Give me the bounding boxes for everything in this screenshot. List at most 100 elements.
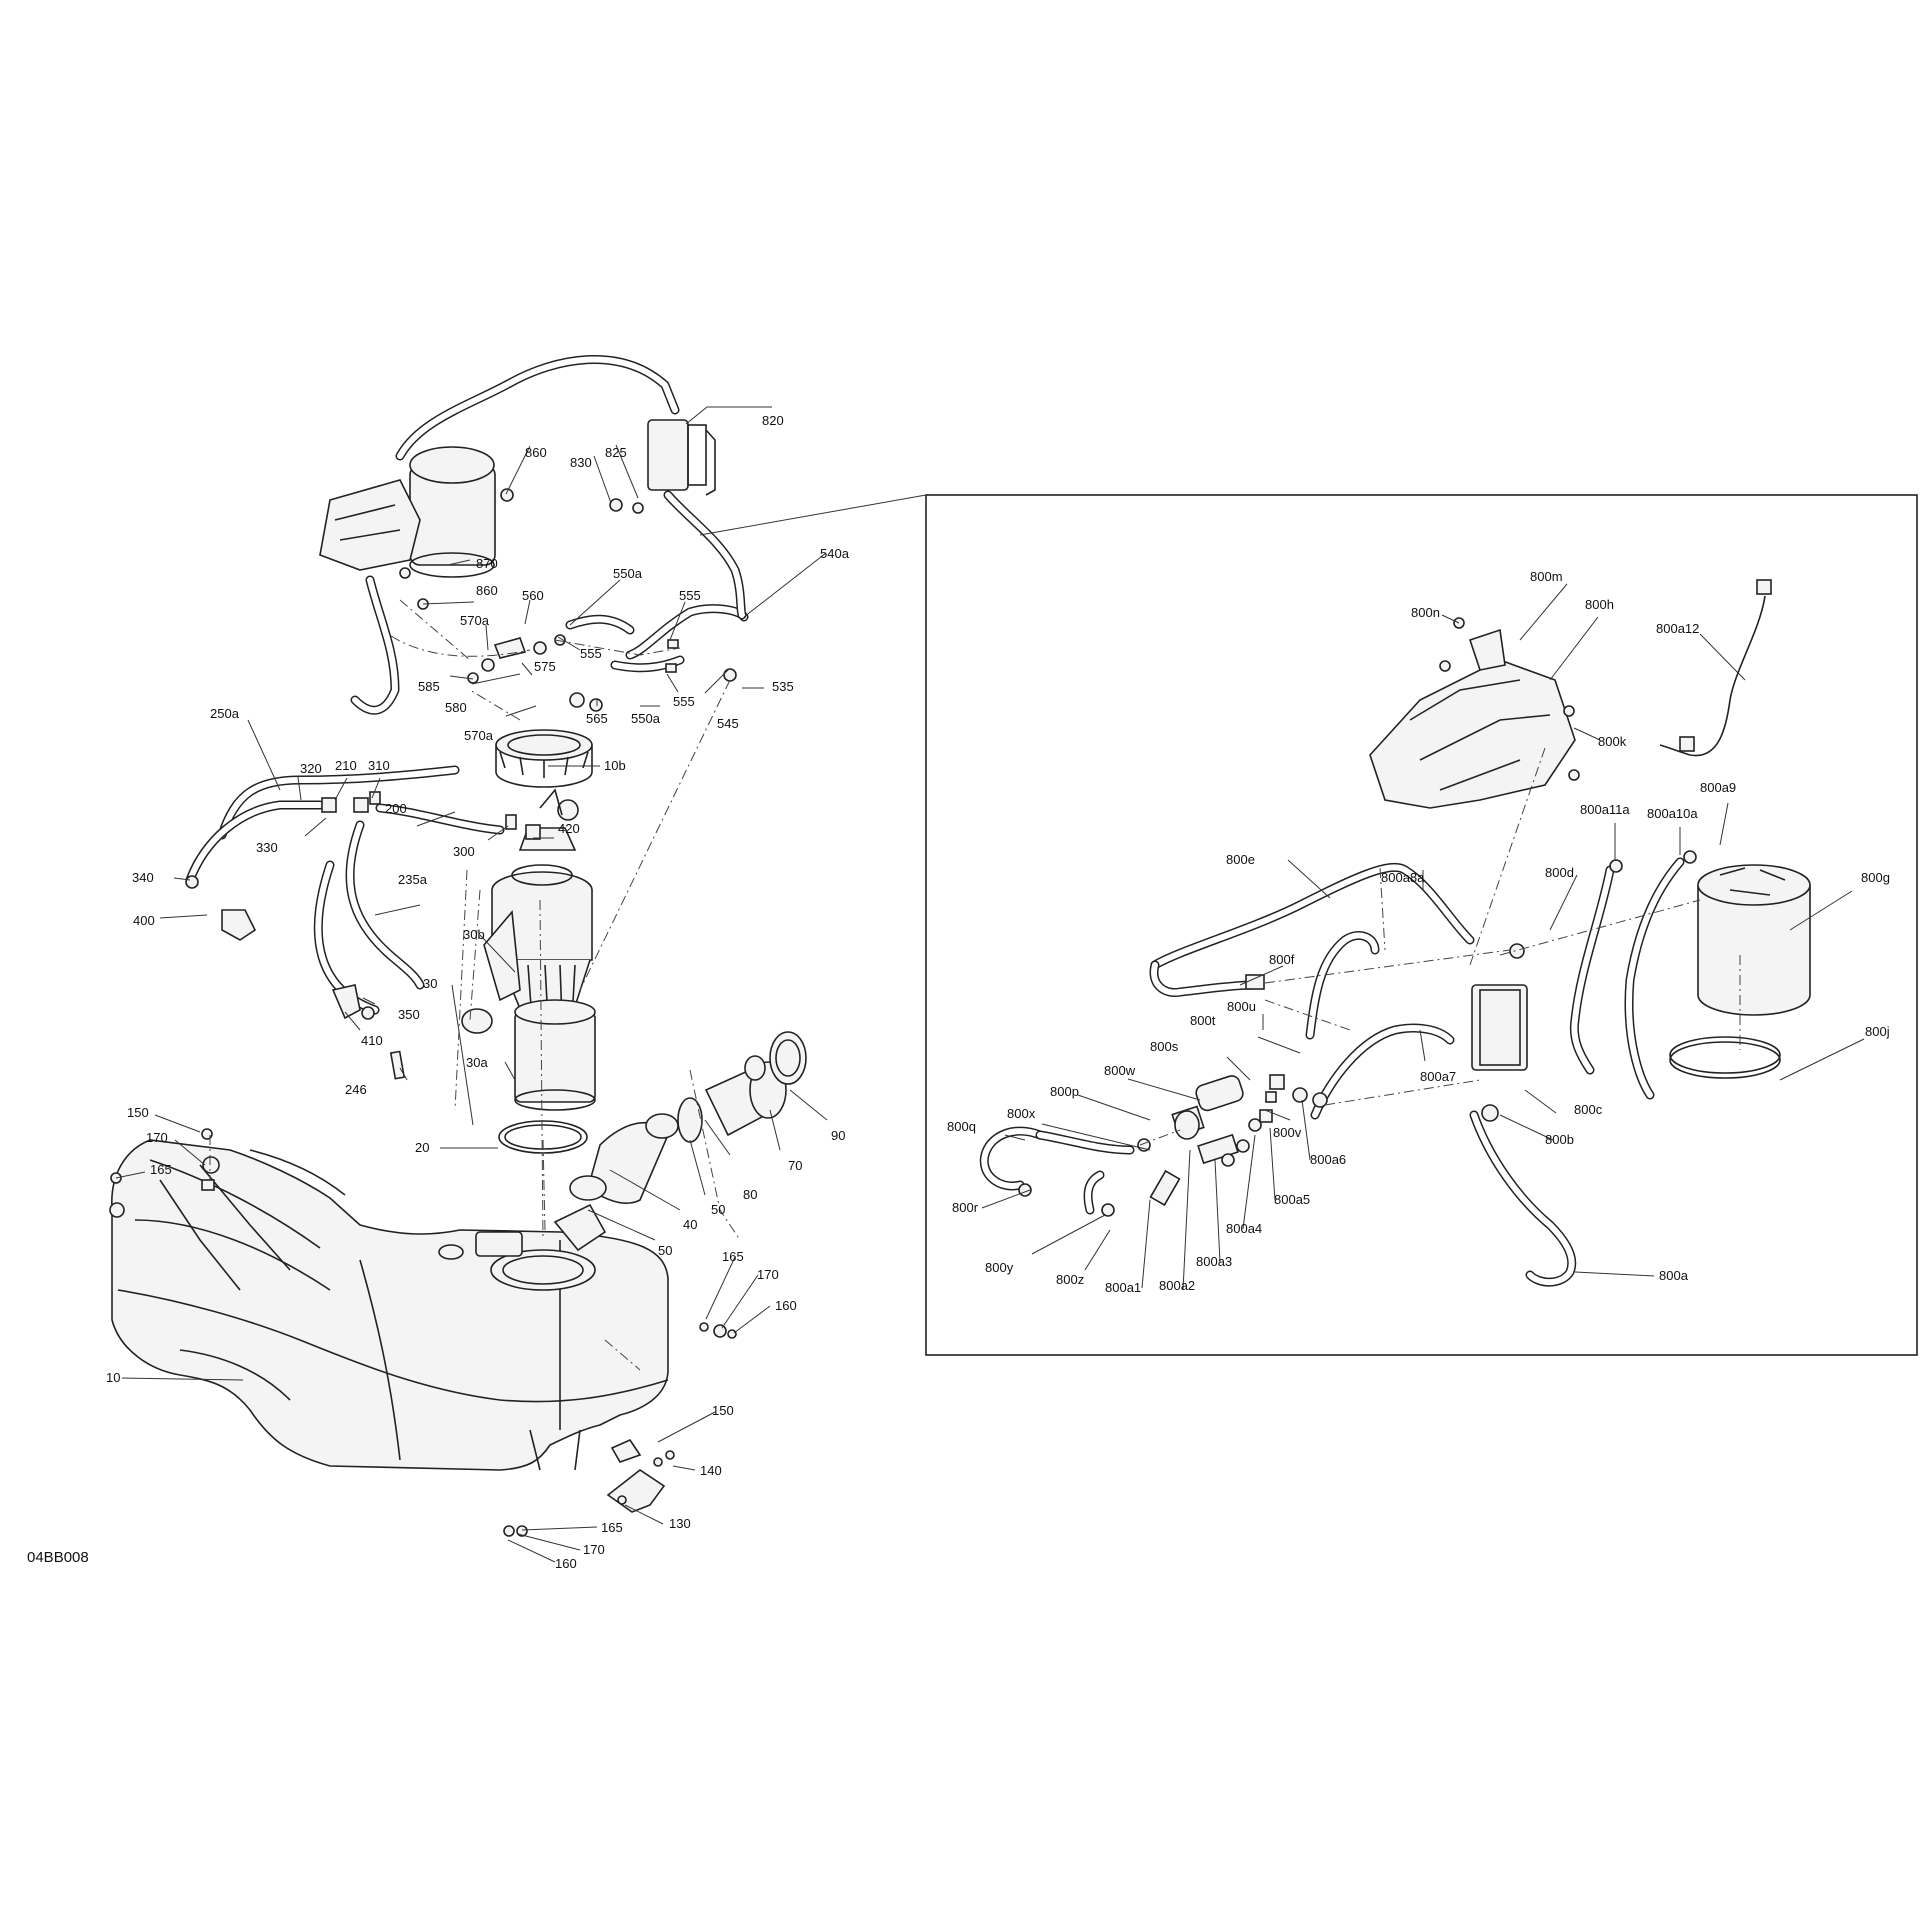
- tank-bracket: [109, 1128, 737, 1537]
- callout-165-right: 165: [722, 1249, 744, 1264]
- callout-165-bottom: 165: [601, 1520, 623, 1535]
- callout-170-right: 170: [757, 1267, 779, 1282]
- callout-800a6: 800a6: [1310, 1152, 1346, 1167]
- fuel-pump-module: [461, 788, 596, 1111]
- callout-410: 410: [361, 1033, 383, 1048]
- callout-800t: 800t: [1190, 1013, 1216, 1028]
- filler-assembly: [569, 1031, 807, 1204]
- callout-10b: 10b: [604, 758, 626, 773]
- inset-canister-bracket: [1369, 617, 1580, 809]
- callout-800a7: 800a7: [1420, 1069, 1456, 1084]
- callout-330: 330: [256, 840, 278, 855]
- callout-170-top: 170: [146, 1130, 168, 1145]
- callout-800a11a: 800a11a: [1580, 802, 1630, 817]
- callout-165-top: 165: [150, 1162, 172, 1177]
- callout-150-bottom: 150: [712, 1403, 734, 1418]
- callout-800e: 800e: [1226, 852, 1255, 867]
- callout-800v: 800v: [1273, 1125, 1302, 1140]
- callout-150-top: 150: [127, 1105, 149, 1120]
- callout-160-bottom: 160: [555, 1556, 577, 1571]
- assembly-lines: [209, 599, 1741, 1371]
- callout-860-lower: 860: [476, 583, 498, 598]
- callout-300: 300: [453, 844, 475, 859]
- callout-140: 140: [700, 1463, 722, 1478]
- callout-70: 70: [788, 1158, 802, 1173]
- callout-800a5: 800a5: [1274, 1192, 1310, 1207]
- callout-800c: 800c: [1574, 1102, 1603, 1117]
- callout-800w: 800w: [1104, 1063, 1136, 1078]
- callout-800a12: 800a12: [1656, 621, 1699, 636]
- callout-800z: 800z: [1056, 1272, 1084, 1287]
- callout-560: 560: [522, 588, 544, 603]
- callout-800q: 800q: [947, 1119, 976, 1134]
- callout-800m: 800m: [1530, 569, 1563, 584]
- inset-canister: [1669, 864, 1811, 1079]
- callout-800a1: 800a1: [1105, 1280, 1141, 1295]
- inset-frame: [925, 494, 1918, 1356]
- callout-570a-top: 570a: [460, 613, 490, 628]
- callout-10: 10: [106, 1370, 120, 1385]
- callout-labels: 820 825 830 860 860 870 540a 550a 560 55…: [106, 413, 1890, 1571]
- callout-800j: 800j: [1865, 1024, 1890, 1039]
- callout-800u: 800u: [1227, 999, 1256, 1014]
- callout-350: 350: [398, 1007, 420, 1022]
- leader-lines: [115, 406, 1865, 1563]
- callout-200: 200: [385, 801, 407, 816]
- callout-800f: 800f: [1269, 952, 1295, 967]
- callout-800g: 800g: [1861, 870, 1890, 885]
- callout-800a3: 800a3: [1196, 1254, 1232, 1269]
- inset-harness: [1659, 579, 1772, 757]
- callout-800a8a: 800a8a: [1381, 870, 1425, 885]
- callout-400: 400: [133, 913, 155, 928]
- callout-800x: 800x: [1007, 1106, 1036, 1121]
- callout-30a: 30a: [466, 1055, 488, 1070]
- canister-assembly: [319, 355, 747, 715]
- fuel-tank: [111, 1139, 669, 1471]
- callout-550a-bottom: 550a: [631, 711, 661, 726]
- lock-ring: [495, 729, 593, 788]
- callout-820: 820: [762, 413, 784, 428]
- callout-830: 830: [570, 455, 592, 470]
- callout-235a: 235a: [398, 872, 428, 887]
- callout-320: 320: [300, 761, 322, 776]
- callout-535: 535: [772, 679, 794, 694]
- left-hoses: [185, 765, 541, 1080]
- callout-800n: 800n: [1411, 605, 1440, 620]
- callout-250a: 250a: [210, 706, 240, 721]
- callout-550a-top: 550a: [613, 566, 643, 581]
- diagram-code: 04BB008: [27, 1549, 89, 1566]
- callout-555-mid: 555: [580, 646, 602, 661]
- parts-artwork: [109, 355, 1918, 1537]
- callout-555-top: 555: [679, 588, 701, 603]
- callout-800y: 800y: [985, 1260, 1014, 1275]
- callout-80: 80: [743, 1187, 757, 1202]
- top-lines: [467, 604, 749, 712]
- callout-860-top: 860: [525, 445, 547, 460]
- callout-540a: 540a: [820, 546, 850, 561]
- callout-160-right: 160: [775, 1298, 797, 1313]
- callout-870: 870: [476, 556, 498, 571]
- callout-570a-bottom: 570a: [464, 728, 494, 743]
- callout-40: 40: [683, 1217, 697, 1232]
- callout-246: 246: [345, 1082, 367, 1097]
- callout-170-bottom: 170: [583, 1542, 605, 1557]
- callout-30b: 30b: [463, 927, 485, 942]
- callout-800r: 800r: [952, 1200, 979, 1215]
- callout-420: 420: [558, 821, 580, 836]
- callout-90: 90: [831, 1128, 845, 1143]
- callout-800a: 800a: [1659, 1268, 1689, 1283]
- callout-825: 825: [605, 445, 627, 460]
- callout-585: 585: [418, 679, 440, 694]
- callout-800s: 800s: [1150, 1039, 1179, 1054]
- callout-800a9: 800a9: [1700, 780, 1736, 795]
- callout-130: 130: [669, 1516, 691, 1531]
- callout-800a2: 800a2: [1159, 1278, 1195, 1293]
- callout-580: 580: [445, 700, 467, 715]
- callout-800d: 800d: [1545, 865, 1574, 880]
- callout-565: 565: [586, 711, 608, 726]
- inset-hoses: [979, 857, 1685, 1287]
- callout-800k: 800k: [1598, 734, 1627, 749]
- callout-50-upper: 50: [711, 1202, 725, 1217]
